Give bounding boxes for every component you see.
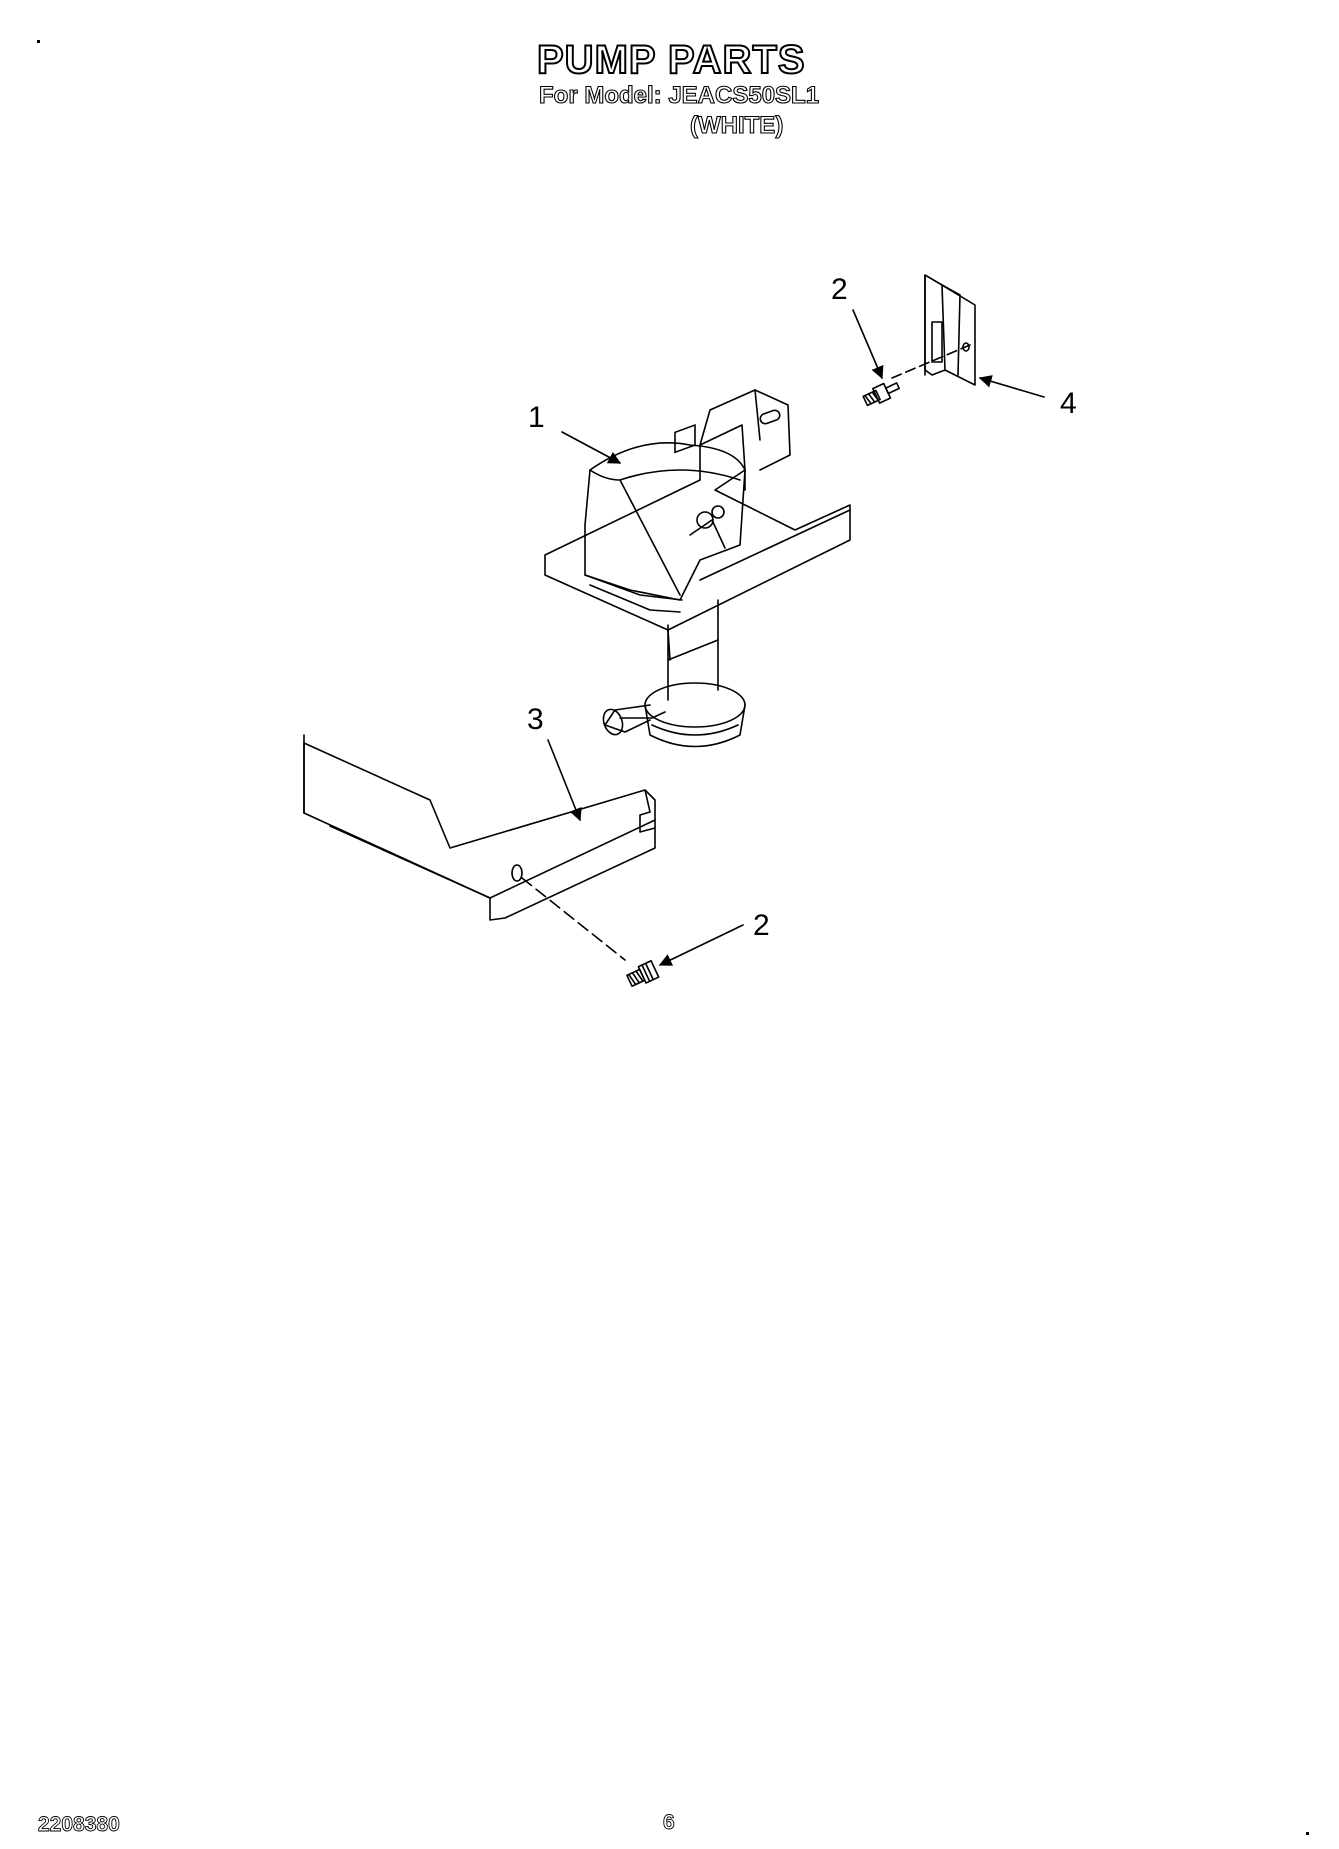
page-number: 6 <box>663 1811 676 1834</box>
screw-top <box>862 382 901 407</box>
screw-alignment-line-top <box>891 344 971 379</box>
pump-assembly <box>544 389 851 748</box>
callout-2-bottom: 2 <box>753 909 770 942</box>
screw-alignment-line-bottom <box>521 877 626 961</box>
cover-screw-hole <box>511 864 523 882</box>
pump-mounting-plate <box>544 424 851 631</box>
pump-motor-housing <box>584 442 746 601</box>
bracket <box>924 274 976 386</box>
corner-dot-bottom-right <box>1306 1832 1309 1835</box>
leader-arrow-1 <box>561 431 622 464</box>
document-number: 2208380 <box>38 1813 121 1836</box>
leader-arrow-2-top <box>852 309 884 380</box>
pump-impeller-base <box>644 682 746 728</box>
color-line: (WHITE) <box>689 112 784 139</box>
callout-4: 4 <box>1060 387 1077 420</box>
page-title: PUMP PARTS <box>536 38 806 82</box>
pump-shaft <box>667 599 719 701</box>
callout-1: 1 <box>528 401 545 434</box>
callout-2-top: 2 <box>831 273 848 306</box>
leader-arrow-2-bottom <box>658 924 744 966</box>
leader-arrow-3 <box>547 739 582 822</box>
screw-bottom <box>626 959 660 987</box>
corner-dot-top-left <box>37 40 40 43</box>
leader-arrow-4 <box>978 375 1045 398</box>
callout-3: 3 <box>527 703 544 736</box>
pump-cover-panel <box>303 734 656 921</box>
model-line: For Model: JEACS50SL1 <box>538 82 820 109</box>
